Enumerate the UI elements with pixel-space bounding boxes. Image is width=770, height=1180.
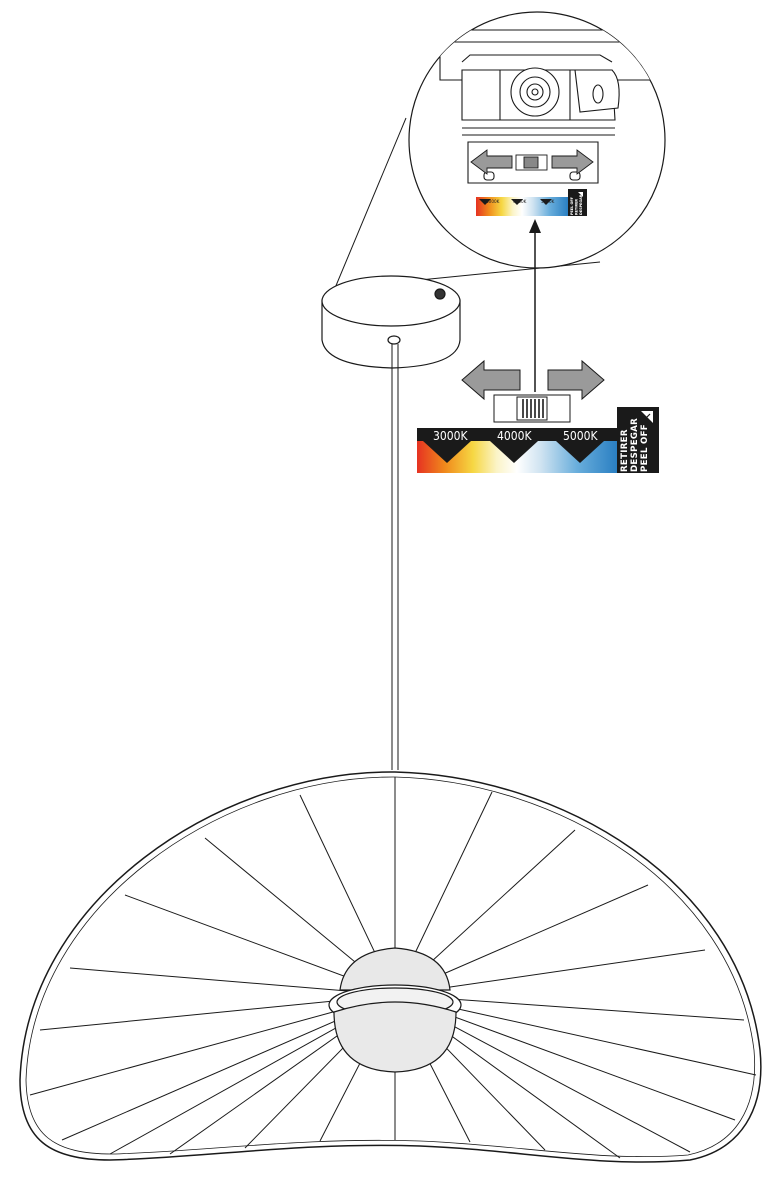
inset-move-left-arrow-icon	[470, 149, 513, 175]
pointer-arrow	[529, 219, 541, 392]
ceiling-canopy	[321, 275, 461, 369]
inset-temp-label-5000k: 5000K	[541, 199, 555, 204]
cable-gland-icon	[499, 67, 571, 121]
peel-tab-icon	[641, 411, 653, 423]
main-cct-label-strip: 3000K 4000K 5000K RETIRER DESPEGAR PEEL …	[417, 407, 659, 473]
temp-label-5000k: 5000K	[563, 429, 598, 443]
move-right-arrow-icon	[547, 359, 605, 401]
peel-label-peel-off: PEEL OFF	[640, 424, 650, 472]
inset-temp-label-3000k: 3000K	[486, 199, 500, 204]
inset-peel-off-label: PEEL OFF	[570, 196, 574, 215]
inset-slider-switch-icon	[515, 154, 548, 171]
inset-cct-label-strip: 3000K 4000K 5000K PEEL OFF RETIRER DESPE…	[476, 189, 587, 216]
suspension-cable	[391, 344, 399, 770]
peel-label-retirer: RETIRER	[620, 429, 630, 472]
inset-temp-label-4000k: 4000K	[513, 199, 527, 204]
temp-label-3000k: 3000K	[433, 429, 468, 443]
inset-despegar-label: DESPEGAR	[579, 194, 583, 215]
inset-move-right-arrow-icon	[551, 149, 594, 175]
peel-label-despegar: DESPEGAR	[630, 418, 640, 472]
slider-switch-icon	[493, 394, 571, 423]
light-diffuser	[333, 1001, 457, 1073]
inset-magnified-view: 3000K 4000K 5000K PEEL OFF RETIRER DESPE…	[408, 11, 666, 269]
main-slider-switch	[461, 359, 605, 423]
zoom-connector-lines	[329, 117, 601, 301]
temp-label-4000k: 4000K	[497, 429, 532, 443]
inset-retirer-label: RETIRER	[575, 199, 579, 215]
move-left-arrow-icon	[461, 359, 521, 401]
